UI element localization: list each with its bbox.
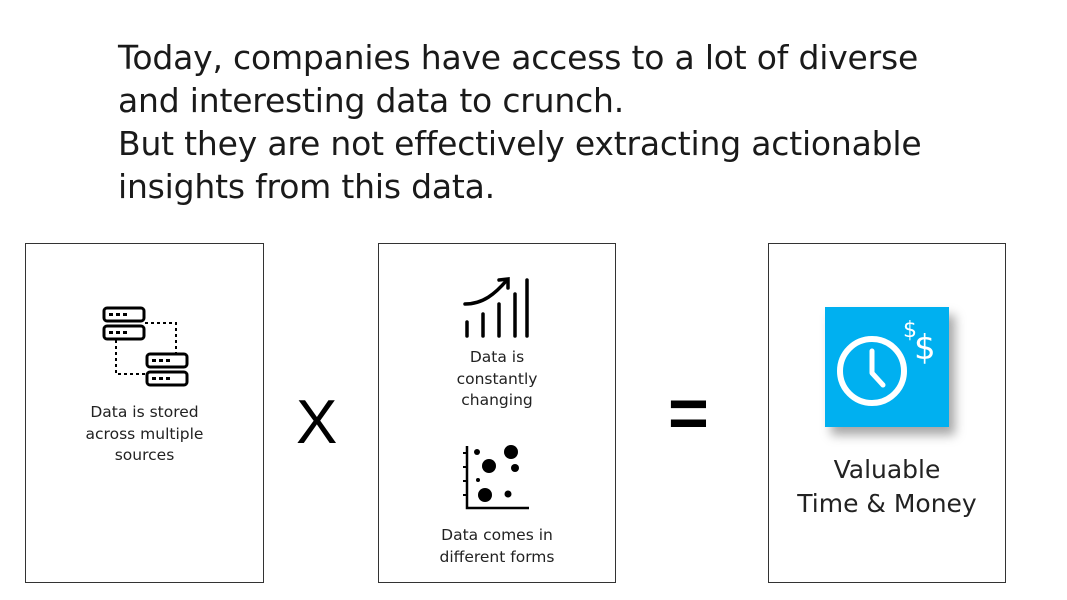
svg-text:$: $ — [914, 328, 936, 368]
growth-chart-icon — [463, 277, 529, 338]
data-sources-box: Data is stored across multiple sources — [25, 243, 264, 583]
data-characteristics-box: Data is constantly changing Data comes i… — [378, 243, 616, 583]
clock-dollar-tile: $ $ — [825, 307, 949, 427]
result-box: $ $ Valuable Time & Money — [768, 243, 1006, 583]
data-sources-caption: Data is stored across multiple sources — [85, 403, 204, 464]
headline-line-1: Today, companies have access to a lot of… — [118, 38, 919, 77]
multiply-operator: X — [296, 388, 338, 457]
changing-caption: Data is constantly changing — [456, 348, 538, 409]
svg-text:$: $ — [903, 318, 917, 343]
clock-dollar-icon: $ $ — [837, 318, 936, 406]
headline: Today, companies have access to a lot of… — [118, 36, 1018, 208]
result-text: Valuable Time & Money — [797, 455, 977, 518]
equals-operator: = — [668, 374, 709, 452]
scatter-plot-icon — [463, 445, 529, 510]
headline-line-4: insights from this data. — [118, 167, 495, 206]
headline-line-3: But they are not effectively extracting … — [118, 124, 922, 163]
forms-caption: Data comes in different forms — [439, 526, 555, 566]
headline-line-2: and interesting data to crunch. — [118, 81, 625, 120]
database-servers-icon — [102, 306, 189, 387]
